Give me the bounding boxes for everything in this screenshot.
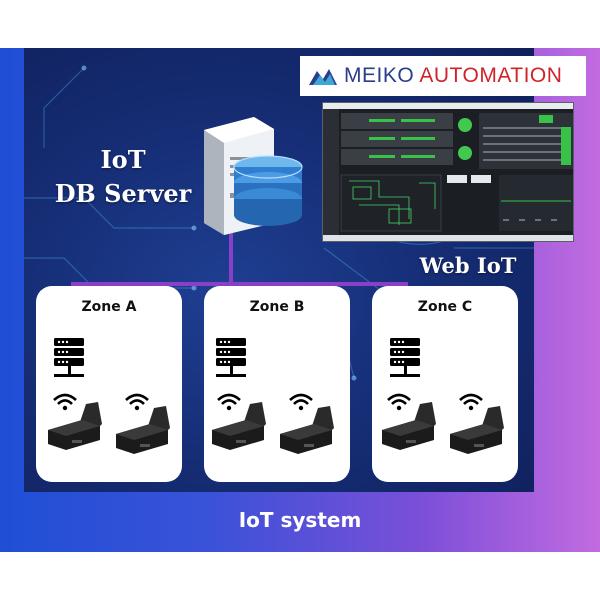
zone-c-panel: Zone C [372,286,518,482]
zone-b-panel: Zone B [204,286,350,482]
meiko-logo-icon [309,69,337,85]
wifi-icon [289,393,313,411]
iot-system-caption: IoT system [238,508,362,532]
wifi-icon [459,393,483,411]
zone-b-label: Zone B [249,299,305,315]
rack-server-icon [390,338,420,377]
iot-sensor-device-icon [280,406,334,454]
iot-db-server-title: IoT DB Server [48,143,198,211]
iot-db-server-title-line1: IoT [100,145,146,174]
wifi-icon [125,393,149,411]
iot-sensor-device-icon [382,402,436,450]
logo-product: AUTOMATION [419,64,563,87]
wifi-icon [217,393,241,411]
zone-a-panel: Zone A [36,286,182,482]
rack-server-icon [216,338,246,377]
iot-sensor-device-icon [212,402,266,450]
zone-a-label: Zone A [81,299,137,315]
dashboard-panels [340,113,573,232]
dashboard-sidebar [323,109,339,237]
rack-server-icon [54,338,84,377]
web-iot-title: Web IoT [419,253,517,278]
iot-sensor-device-icon [48,402,102,450]
iot-sensor-device-icon [450,406,504,454]
web-iot-dashboard-screenshot [322,102,574,242]
logo-brand: MEIKO [344,64,415,87]
wifi-icon [387,393,411,411]
iot-sensor-device-icon [116,406,170,454]
iot-db-server-title-line2: DB Server [54,179,192,208]
db-server-icon [204,117,303,235]
zone-c-label: Zone C [417,299,473,315]
wifi-icon [53,393,77,411]
taskbar [323,235,573,241]
logo-text: MEIKO AUTOMATION [344,64,562,88]
browser-bar [323,103,573,109]
meiko-automation-logo: MEIKO AUTOMATION [300,56,586,96]
